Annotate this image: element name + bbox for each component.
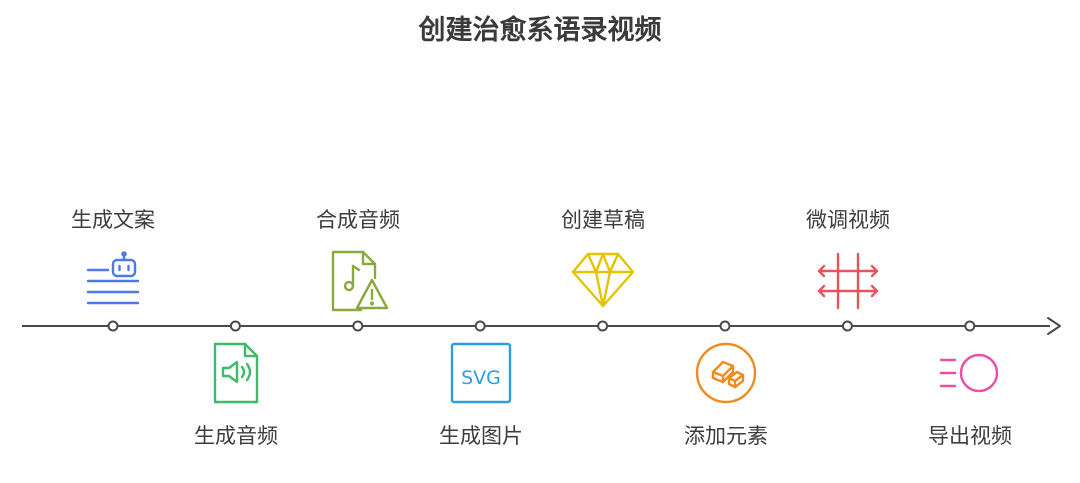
step-label-merge-audio: 合成音频 xyxy=(316,208,400,232)
speed-circle-icon xyxy=(937,340,1003,406)
diamond-icon xyxy=(570,248,636,314)
crop-arrows-icon xyxy=(815,248,881,314)
step-label-adjust-video: 微调视频 xyxy=(806,208,890,232)
step-label-create-draft: 创建草稿 xyxy=(561,208,645,232)
timeline-arrowhead xyxy=(1047,317,1061,335)
timeline-marker-5 xyxy=(597,320,609,332)
audio-file-icon xyxy=(203,340,269,406)
cube-icon xyxy=(693,340,759,406)
timeline-marker-1 xyxy=(107,320,119,332)
timeline-marker-3 xyxy=(352,320,364,332)
timeline-marker-7 xyxy=(841,320,853,332)
svg-file-icon-text: SVG xyxy=(461,367,501,389)
svg-file-icon: SVG xyxy=(448,340,514,406)
timeline-markers xyxy=(107,320,976,332)
step-label-generate-copy: 生成文案 xyxy=(71,208,155,232)
step-label-generate-audio: 生成音频 xyxy=(194,424,278,448)
diagram-title: 创建治愈系语录视频 xyxy=(418,15,662,46)
timeline-marker-2 xyxy=(229,320,241,332)
timeline-marker-6 xyxy=(719,320,731,332)
document-robot-icon xyxy=(80,250,146,316)
timeline-marker-4 xyxy=(474,320,486,332)
music-file-warning-icon xyxy=(325,248,391,314)
step-label-add-elements: 添加元素 xyxy=(684,424,768,448)
step-label-generate-image: 生成图片 xyxy=(439,424,523,448)
step-label-export-video: 导出视频 xyxy=(928,424,1012,448)
timeline-marker-8 xyxy=(964,320,976,332)
